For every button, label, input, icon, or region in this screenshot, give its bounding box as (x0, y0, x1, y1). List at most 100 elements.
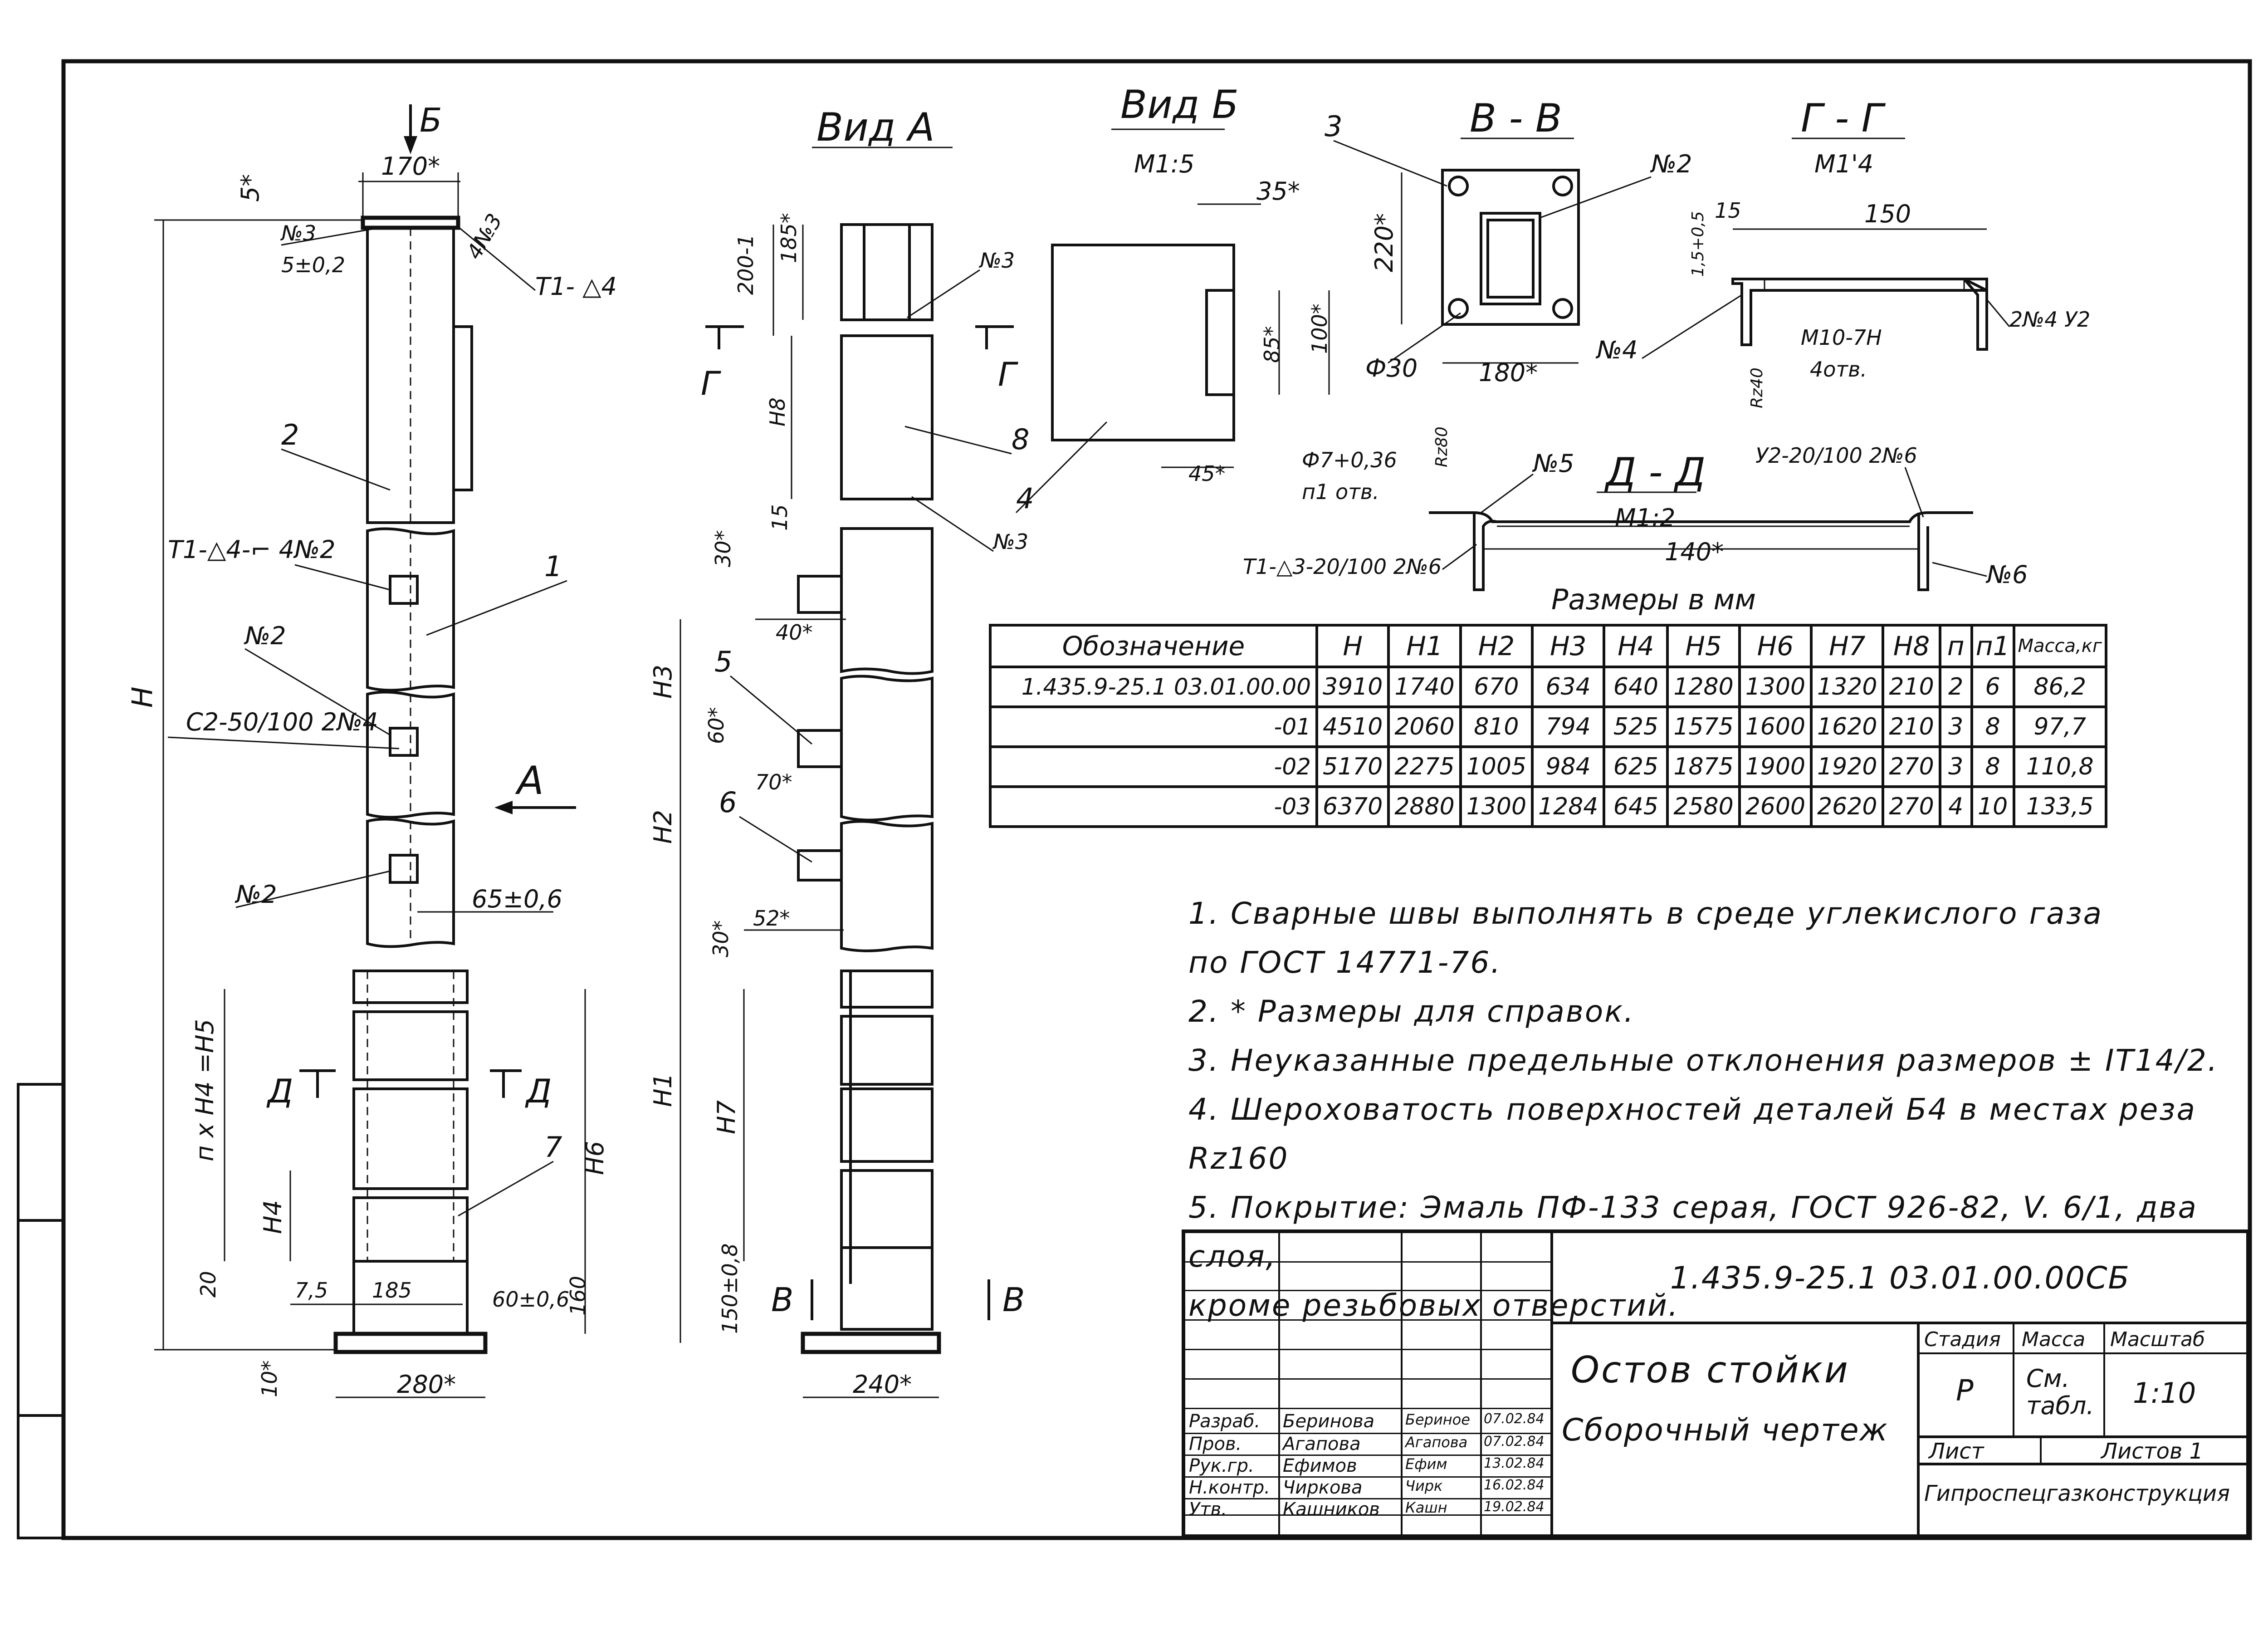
table-header-cell: п1 (1970, 624, 2015, 668)
table-cell: 3910 (1315, 666, 1390, 708)
approval-role: Рук.гр. (1189, 1455, 1254, 1476)
pos-7: 7 (544, 1131, 562, 1164)
approval-role: Утв. (1189, 1499, 1227, 1520)
table-cell: 634 (1531, 666, 1606, 708)
cut-d-left: Д (266, 1072, 293, 1110)
weld-c2: С2-50/100 2№4 (186, 708, 378, 736)
approval-date: 16.02.84 (1484, 1477, 1545, 1493)
table-cell: 984 (1531, 745, 1606, 788)
hole-count: п1 отв. (1302, 480, 1379, 504)
table-cell: 1300 (1738, 666, 1813, 708)
view-b-title: Вид Б (1120, 82, 1239, 127)
table-cell: 8 (1970, 745, 2015, 788)
dim-185: 185 (372, 1278, 412, 1303)
table-cell: 810 (1459, 705, 1534, 748)
table-cell: 1740 (1387, 666, 1462, 708)
arrow-a-label: А (515, 758, 544, 803)
table-cell: 86,2 (2012, 666, 2107, 708)
pos-3-vv: 3 (1325, 110, 1342, 143)
approval-sign: Агапова (1405, 1434, 1468, 1451)
label-no5: №5 (1532, 449, 1574, 478)
table-cell: 2275 (1387, 745, 1462, 788)
table-cell: 4 (1938, 785, 1973, 828)
table-cell: 97,7 (2012, 705, 2107, 748)
dim-200: 200-1 (733, 234, 758, 295)
pos-2: 2 (281, 418, 299, 451)
table-cell: 645 (1603, 785, 1669, 828)
table-cell: 670 (1459, 666, 1534, 708)
dim-60: 60±0,6 (492, 1287, 569, 1312)
note-line: кроме резьбовых отверстий. (1188, 1288, 1679, 1323)
label-no2-b: №2 (235, 880, 277, 909)
dim-140: 140* (1665, 538, 1724, 566)
dim-30a: 30* (711, 530, 735, 567)
table-cell: 1920 (1810, 745, 1885, 788)
dim-240: 240* (853, 1370, 912, 1399)
section-vv-title: В - В (1470, 96, 1562, 141)
approval-name: Беринова (1283, 1411, 1375, 1432)
dim-H8: Н8 (765, 397, 790, 426)
table-header-cell: Н6 (1738, 624, 1813, 668)
scale-value: 1:10 (2133, 1376, 2196, 1410)
mass-value: См. табл. (2026, 1364, 2094, 1420)
table-cell: 2580 (1666, 785, 1741, 828)
table-cell: -01 (989, 705, 1318, 748)
table-cell: 1600 (1738, 705, 1813, 748)
table-cell: 1875 (1666, 745, 1741, 788)
dim-180: 180* (1479, 358, 1538, 387)
section-dd-title: Д - Д (1604, 450, 1706, 495)
approval-name: Агапова (1283, 1434, 1361, 1455)
dim-15-gg: 15 (1715, 198, 1741, 223)
table-cell: 1320 (1810, 666, 1885, 708)
table-cell: 6370 (1315, 785, 1390, 828)
section-b-label: Б (420, 101, 442, 139)
table-header-cell: Н5 (1666, 624, 1741, 668)
note-line: по ГОСТ 14771-76. (1188, 945, 1502, 980)
dim-H4: Н4 (259, 1200, 287, 1234)
dim-35: 35* (1256, 177, 1300, 206)
approval-role: Разраб. (1189, 1411, 1261, 1432)
view-a: Вид А Г Г В В 200-1 185* (649, 105, 1029, 1399)
dim-H2: Н2 (649, 810, 677, 844)
cut-v-left: В (771, 1281, 793, 1319)
view-b-scale: М1:5 (1134, 150, 1195, 178)
dim-H3: Н3 (649, 665, 677, 699)
approval-role: Н.контр. (1189, 1477, 1270, 1498)
dim-5-02: 5±0,2 (281, 253, 345, 277)
approval-sign: Бериноe (1405, 1411, 1470, 1428)
table-cell: 1300 (1459, 785, 1534, 828)
table-cell: 1280 (1666, 666, 1741, 708)
table-cell: 270 (1882, 745, 1941, 788)
dim-30b: 30* (709, 920, 733, 957)
weld-2n4: 2№4 У2 (2009, 307, 2090, 332)
hole-dia: Ф7+0,36 (1302, 448, 1397, 472)
dim-H: Н (126, 686, 159, 708)
dim-H1: Н1 (649, 1073, 677, 1107)
dimensions-table-caption: Размеры в мм (1551, 583, 1756, 616)
label-4no3: 4№3 (462, 209, 507, 263)
cut-g-right: Г (998, 355, 1018, 393)
approval-name: Ефимов (1283, 1455, 1357, 1476)
organization: Гипроспецгазконструкция (1924, 1481, 2230, 1506)
notes: 1. Сварные швы выполнять в среде углекис… (1188, 889, 2268, 1330)
label-no3-b: №3 (992, 529, 1028, 554)
roughness-rz80: Rz80 (1432, 426, 1451, 467)
pos-6: 6 (719, 786, 737, 819)
table-header-cell: Н (1315, 624, 1390, 668)
approval-sign: Кашн (1405, 1499, 1447, 1516)
pos-1: 1 (544, 550, 562, 583)
table-cell: 5170 (1315, 745, 1390, 788)
view-a-title: Вид А (816, 105, 935, 150)
table-cell: 1005 (1459, 745, 1534, 788)
table-header-cell: п (1938, 624, 1973, 668)
dim-10: 10* (257, 1360, 282, 1397)
drawing-frame (61, 59, 2252, 1540)
table-cell: 625 (1603, 745, 1669, 788)
table-header-cell: Н7 (1810, 624, 1885, 668)
col-stage: Стадия (1924, 1328, 2001, 1351)
section-gg-title: Г - Г (1801, 96, 1886, 141)
